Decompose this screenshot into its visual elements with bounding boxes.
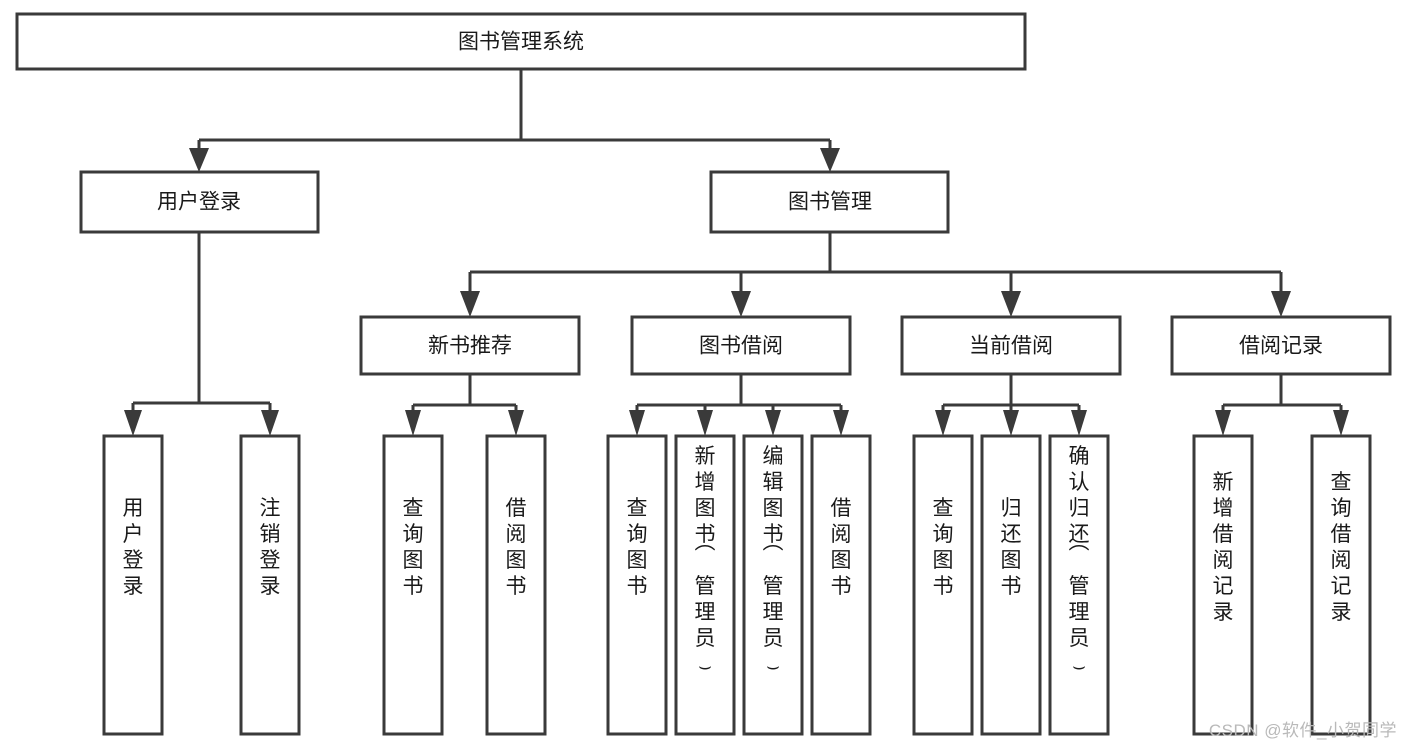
- node-leaf-confirm-return-box[interactable]: [1048, 434, 1110, 736]
- node-leaf-borrow-book-recommend[interactable]: 借阅图书: [485, 434, 547, 736]
- arrowhead-new-book-recommend: [460, 291, 480, 317]
- node-user-login-label: 用户登录: [157, 191, 241, 214]
- arrowhead-leaf-query-borrow-record: [1333, 410, 1349, 436]
- node-current-borrow-box[interactable]: [900, 315, 1122, 376]
- arrowhead-leaf-borrow-book: [833, 410, 849, 436]
- node-book-management-box[interactable]: [709, 170, 950, 234]
- node-current-borrow[interactable]: 当前借阅: [900, 315, 1122, 376]
- arrowhead-leaf-borrow-book-recommend: [508, 410, 524, 436]
- node-leaf-borrow-book-box[interactable]: [810, 434, 872, 736]
- node-leaf-query-borrow-record[interactable]: 查询借阅记录: [1310, 434, 1372, 736]
- node-leaf-add-borrow-record-box[interactable]: [1192, 434, 1254, 736]
- node-book-management-label: 图书管理: [788, 191, 872, 214]
- node-leaf-query-book-current-label: 查询图书: [933, 497, 954, 598]
- csdn-watermark: CSDN @软件_小贺同学: [1208, 721, 1397, 740]
- arrowhead-current-borrow: [1001, 291, 1021, 317]
- arrowhead-leaf-add-borrow-record: [1215, 410, 1231, 436]
- arrowhead-borrow-record: [1271, 291, 1291, 317]
- node-new-book-recommend[interactable]: 新书推荐: [359, 315, 581, 376]
- node-user-login[interactable]: 用户登录: [79, 170, 320, 234]
- arrowhead-leaf-return-book: [1003, 410, 1019, 436]
- node-new-book-recommend-label: 新书推荐: [428, 335, 512, 358]
- node-leaf-query-book-recommend-box[interactable]: [382, 434, 444, 736]
- node-leaf-user-logout[interactable]: 注销登录: [239, 434, 301, 736]
- node-root-box[interactable]: [15, 12, 1027, 71]
- arrowhead-leaf-user-logout: [261, 410, 279, 436]
- node-borrow-record-label: 借阅记录: [1239, 335, 1323, 358]
- node-leaf-query-book-current-box[interactable]: [912, 434, 974, 736]
- node-leaf-user-login-label: 用户登录: [123, 497, 144, 598]
- node-leaf-borrow-book-label: 借阅图书: [831, 497, 852, 598]
- node-leaf-query-book-borrow-label: 查询图书: [627, 497, 648, 598]
- arrowhead-leaf-add-book: [697, 410, 713, 436]
- node-leaf-borrow-book-recommend-box[interactable]: [485, 434, 547, 736]
- arrowhead-leaf-query-book-recommend: [405, 410, 421, 436]
- arrowhead-leaf-query-book-current: [935, 410, 951, 436]
- node-book-management[interactable]: 图书管理: [709, 170, 950, 234]
- node-leaf-borrow-book[interactable]: 借阅图书: [810, 434, 872, 736]
- node-leaf-query-book-recommend[interactable]: 查询图书: [382, 434, 444, 736]
- node-leaf-query-borrow-record-label: 查询借阅记录: [1331, 471, 1352, 624]
- node-leaf-add-borrow-record[interactable]: 新增借阅记录: [1192, 434, 1254, 736]
- arrowhead-leaf-query-book-borrow: [629, 410, 645, 436]
- arrowhead-book-management: [820, 148, 840, 172]
- node-leaf-query-book-current[interactable]: 查询图书: [912, 434, 974, 736]
- node-leaf-borrow-book-recommend-label: 借阅图书: [506, 497, 527, 598]
- node-book-borrow-label: 图书借阅: [699, 335, 783, 358]
- node-book-borrow-box[interactable]: [630, 315, 852, 376]
- arrowhead-user-login: [189, 148, 209, 172]
- arrowhead-leaf-confirm-return: [1071, 410, 1087, 436]
- node-leaf-confirm-return[interactable]: 确认归还⌒管理员⌣: [1048, 434, 1110, 736]
- node-new-book-recommend-box[interactable]: [359, 315, 581, 376]
- node-leaf-user-logout-box[interactable]: [239, 434, 301, 736]
- node-leaf-add-book-label: 新增图书⌒管理员⌣: [695, 445, 716, 678]
- node-leaf-user-logout-label: 注销登录: [260, 497, 281, 598]
- node-user-login-box[interactable]: [79, 170, 320, 234]
- arrowhead-leaf-user-login: [124, 410, 142, 436]
- node-leaf-query-book-recommend-label: 查询图书: [403, 497, 424, 598]
- node-leaf-user-login[interactable]: 用户登录: [102, 434, 164, 736]
- connector-layer: [124, 69, 1349, 436]
- arrowhead-leaf-edit-book: [765, 410, 781, 436]
- node-current-borrow-label: 当前借阅: [969, 335, 1053, 358]
- node-leaf-return-book[interactable]: 归还图书: [980, 434, 1042, 736]
- node-leaf-return-book-label: 归还图书: [1001, 497, 1022, 598]
- node-leaf-user-login-box[interactable]: [102, 434, 164, 736]
- node-root[interactable]: 图书管理系统: [15, 12, 1027, 71]
- node-leaf-query-borrow-record-box[interactable]: [1310, 434, 1372, 736]
- node-leaf-query-book-borrow[interactable]: 查询图书: [606, 434, 668, 736]
- node-borrow-record[interactable]: 借阅记录: [1170, 315, 1392, 376]
- arrowhead-book-borrow: [731, 291, 751, 317]
- node-leaf-confirm-return-label: 确认归还⌒管理员⌣: [1069, 445, 1090, 678]
- node-leaf-add-book-box[interactable]: [674, 434, 736, 736]
- node-leaf-return-book-box[interactable]: [980, 434, 1042, 736]
- node-leaf-edit-book[interactable]: 编辑图书⌒管理员⌣: [742, 434, 804, 736]
- node-root-label: 图书管理系统: [458, 31, 584, 54]
- node-leaf-query-book-borrow-box[interactable]: [606, 434, 668, 736]
- node-leaf-edit-book-box[interactable]: [742, 434, 804, 736]
- node-leaf-edit-book-label: 编辑图书⌒管理员⌣: [763, 445, 784, 678]
- node-leaf-add-borrow-record-label: 新增借阅记录: [1213, 471, 1234, 624]
- node-borrow-record-box[interactable]: [1170, 315, 1392, 376]
- node-book-borrow[interactable]: 图书借阅: [630, 315, 852, 376]
- node-leaf-add-book[interactable]: 新增图书⌒管理员⌣: [674, 434, 736, 736]
